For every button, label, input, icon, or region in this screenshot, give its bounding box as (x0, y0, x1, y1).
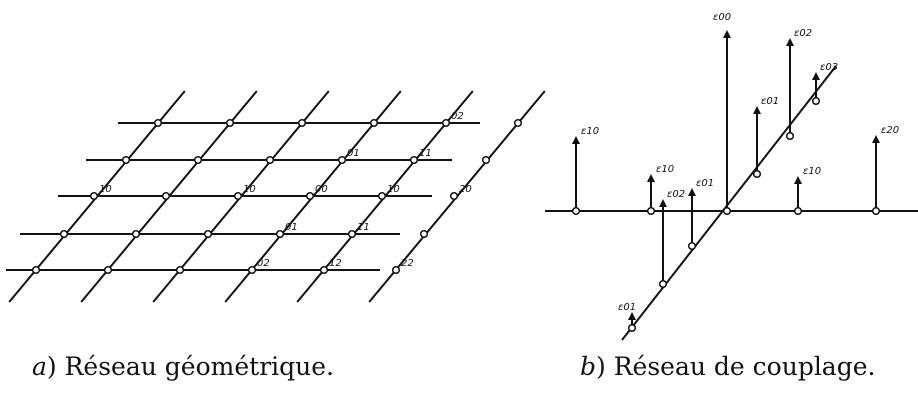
coupling-node (571, 206, 581, 216)
coupling-label: ε01 (761, 96, 779, 107)
lattice-node (203, 229, 213, 239)
lattice-node (369, 118, 379, 128)
lattice-node (337, 155, 347, 165)
lattice-node (297, 118, 307, 128)
coupling-label: ε20 (881, 125, 899, 136)
coupling-node (811, 96, 821, 106)
node-label: 12 (329, 258, 342, 269)
lattice-node (31, 265, 41, 275)
lattice-node (193, 155, 203, 165)
lattice-node (409, 155, 419, 165)
lattice-node (265, 155, 275, 165)
node-label: 01 (285, 222, 298, 233)
coupling-node (646, 206, 656, 216)
lattice-node (449, 191, 459, 201)
coupling-node (793, 206, 803, 216)
coupling-arrow-head (659, 199, 667, 207)
coupling-arrow-head (812, 72, 820, 80)
coupling-label: ε01 (696, 178, 714, 189)
lattice-node (513, 118, 523, 128)
coupling-arrow-head (723, 30, 731, 38)
lattice-node (275, 229, 285, 239)
lattice-node (59, 229, 69, 239)
coupling-label: ε10 (581, 126, 599, 137)
coupling-arrow-head (753, 106, 761, 114)
lattice-node (89, 191, 99, 201)
node-label: 00 (315, 184, 328, 195)
coupling-node (687, 241, 697, 251)
lattice-node (319, 265, 329, 275)
lattice-node (347, 229, 357, 239)
caption-a-letter: a (32, 352, 47, 381)
lattice-node (175, 265, 185, 275)
node-label: 02 (257, 258, 270, 269)
coupling-label: ε01 (618, 302, 636, 313)
lattice-node (121, 155, 131, 165)
node-label: 10 (387, 184, 400, 195)
coupling-arrow-head (688, 188, 696, 196)
lattice-node (247, 265, 257, 275)
lattice-node (481, 155, 491, 165)
lattice-node (225, 118, 235, 128)
coupling-node (871, 206, 881, 216)
lattice-node (391, 265, 401, 275)
caption-a: a) Réseau géométrique. (32, 352, 334, 381)
lattice-node (153, 118, 163, 128)
caption-b: b) Réseau de couplage. (580, 352, 876, 381)
coupling-arrow-head (794, 176, 802, 184)
coupling-label: ε02 (794, 28, 812, 39)
coupling-node (627, 323, 637, 333)
coupling-node (722, 206, 732, 216)
lattice-node (161, 191, 171, 201)
coupling-node (752, 169, 762, 179)
node-label: 10 (243, 184, 256, 195)
lattice-node (377, 191, 387, 201)
node-label: 20 (459, 184, 472, 195)
lattice-node (305, 191, 315, 201)
lattice-node (131, 229, 141, 239)
coupling-node (658, 279, 668, 289)
caption-b-text: Réseau de couplage. (613, 352, 876, 381)
node-label: 11 (357, 222, 370, 233)
coupling-label: ε02 (667, 189, 685, 200)
coupling-arrow-head (572, 136, 580, 144)
coupling-lattice-panel: ε10 ε10 ε00 ε10 ε20 ε01 ε02 ε01 ε01 ε02 ε03 (545, 12, 918, 341)
coupling-node (785, 131, 795, 141)
coupling-arrow-head (786, 38, 794, 46)
node-label: 01 (347, 148, 360, 159)
node-label: 11 (419, 148, 432, 159)
node-label: 10 (99, 184, 112, 195)
coupling-label: ε10 (656, 164, 674, 175)
lattice-node (103, 265, 113, 275)
coupling-arrow-head (628, 312, 636, 320)
coupling-arrow-head (647, 174, 655, 182)
geometric-lattice-panel: 02 01 11 10 10 00 10 20 01 11 02 12 22 (6, 90, 546, 303)
lattice-node (419, 229, 429, 239)
node-label: 02 (451, 111, 464, 122)
caption-b-letter: b (580, 352, 597, 381)
caption-a-text: Réseau géométrique. (64, 352, 334, 381)
lattice-node (233, 191, 243, 201)
node-label: 22 (401, 258, 414, 269)
coupling-label: ε00 (713, 12, 731, 23)
coupling-label: ε10 (803, 166, 821, 177)
lattice-node (441, 118, 451, 128)
diagonal-axis-line (621, 65, 837, 341)
coupling-arrow-head (872, 135, 880, 143)
coupling-label: ε03 (820, 62, 838, 73)
